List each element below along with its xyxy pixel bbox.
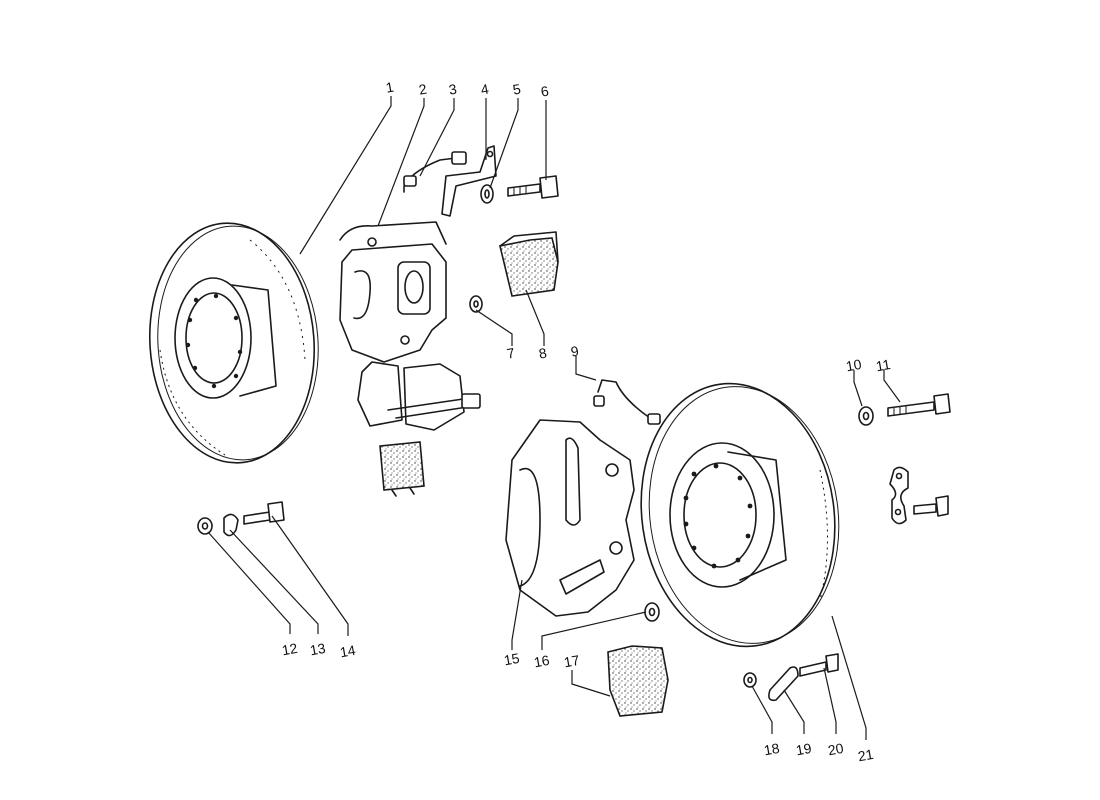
callout-1: 1 <box>385 79 396 96</box>
brake-pads-left-assembly <box>357 361 481 431</box>
washer-small-left <box>469 295 483 313</box>
callout-14: 14 <box>339 642 357 660</box>
callout-15: 15 <box>503 650 521 668</box>
callout-3: 3 <box>448 81 459 98</box>
washer-right <box>644 602 660 622</box>
callout-19: 19 <box>795 740 813 758</box>
lock-plate-right-lower <box>768 666 799 702</box>
callout-9: 9 <box>570 343 581 360</box>
callout-18: 18 <box>763 740 781 758</box>
bolt-right-upper <box>887 393 951 417</box>
brake-pipe-right <box>593 379 661 425</box>
bolt-lock-plate-right <box>913 495 949 517</box>
brake-caliper-right <box>505 419 635 617</box>
callout-21: 21 <box>857 746 875 764</box>
callout-20: 20 <box>827 740 845 758</box>
callout-11: 11 <box>875 356 892 374</box>
brake-pad-right <box>607 645 669 717</box>
nut-right-lower <box>743 672 757 688</box>
lock-plate-right <box>889 466 909 525</box>
bolt-right-lower <box>799 653 839 677</box>
brake-pad-left <box>499 231 559 297</box>
callout-17: 17 <box>563 652 581 670</box>
callout-8: 8 <box>538 345 549 362</box>
callout-4: 4 <box>480 81 491 98</box>
brake-disc-right <box>640 382 840 648</box>
callout-13: 13 <box>309 640 327 658</box>
brake-caliper-left <box>339 221 447 363</box>
callout-10: 10 <box>845 356 863 374</box>
callout-16: 16 <box>533 652 551 670</box>
lock-plate-left-lower <box>223 513 239 537</box>
leader-lines <box>207 96 901 740</box>
callout-labels: 1 2 3 4 5 6 7 8 9 10 11 12 13 14 15 16 1… <box>281 79 892 765</box>
pad-clip-left <box>379 441 425 497</box>
washer-upper <box>480 184 494 204</box>
callout-6: 6 <box>540 83 551 100</box>
nut-left-lower <box>197 517 213 535</box>
washer-right-upper <box>858 406 874 426</box>
brake-disc-left <box>148 222 319 464</box>
callout-5: 5 <box>512 81 523 98</box>
callout-2: 2 <box>418 81 429 98</box>
brake-line-bracket <box>441 145 497 217</box>
bolt-upper <box>507 175 559 199</box>
callout-7: 7 <box>506 345 517 362</box>
bolt-left-lower <box>243 501 285 525</box>
callout-12: 12 <box>281 640 299 658</box>
